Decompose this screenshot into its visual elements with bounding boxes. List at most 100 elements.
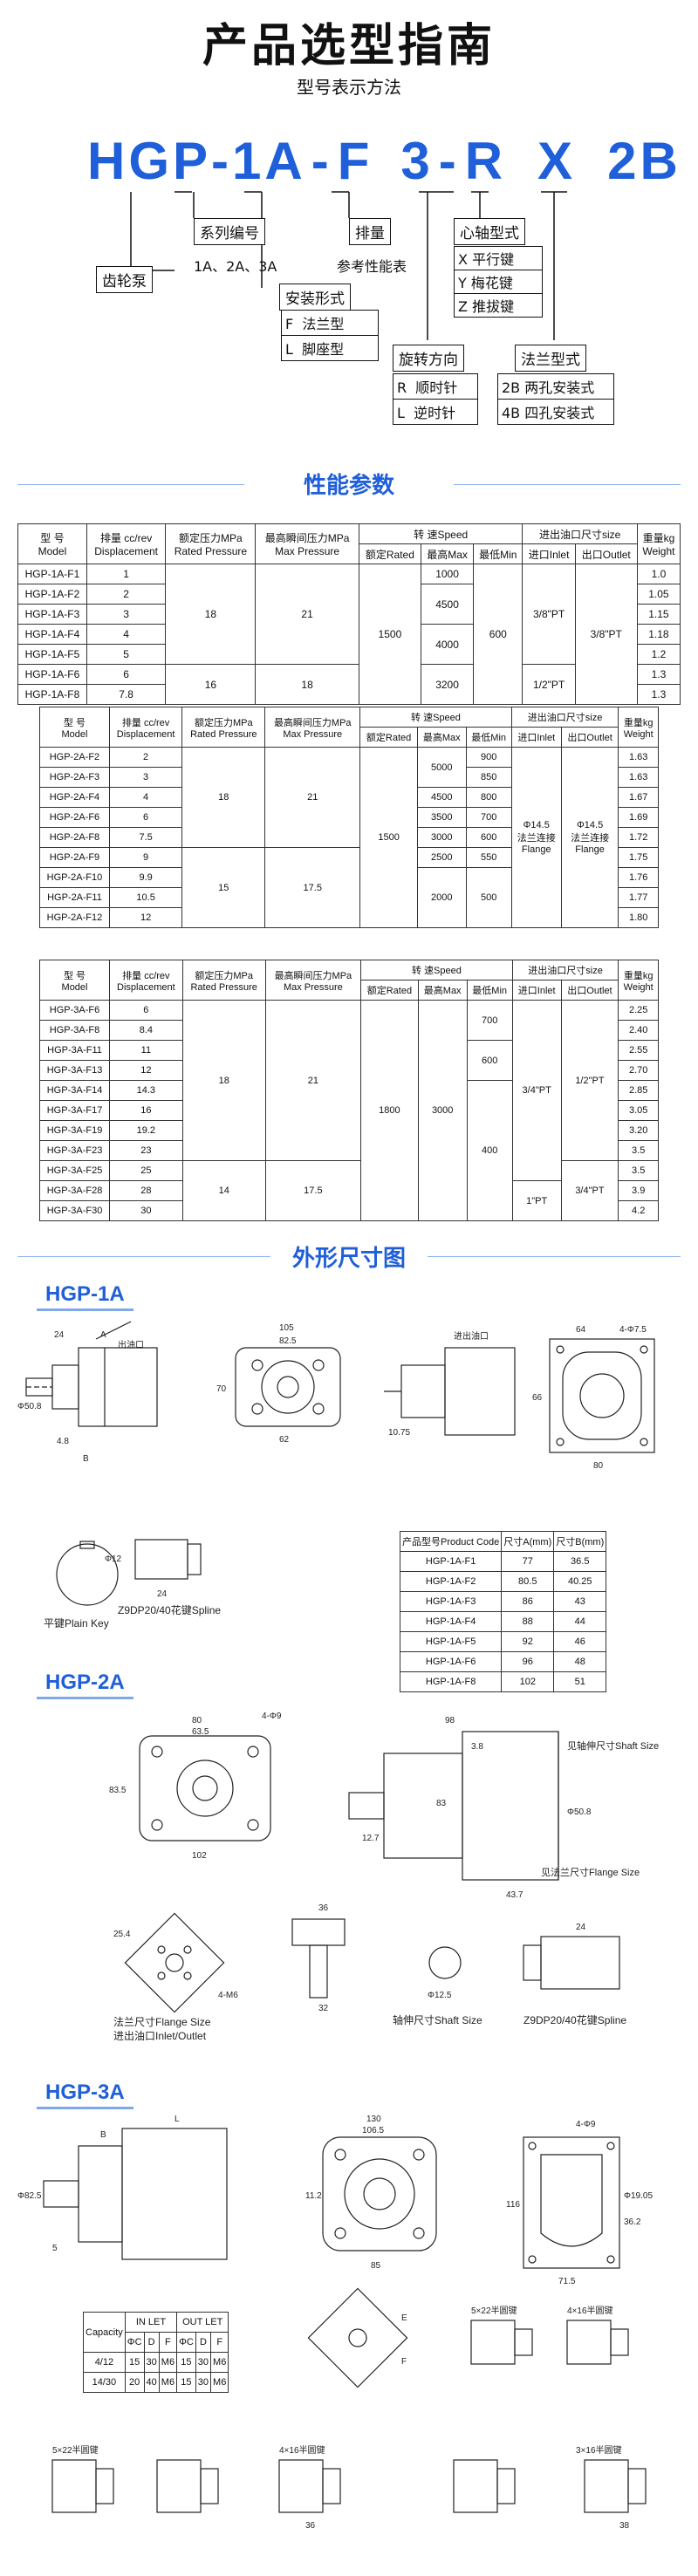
cell-model: HGP-3A-F17	[38, 1100, 111, 1121]
caption-shaft: 轴伸尺寸Shaft Size	[393, 2013, 482, 2026]
cell-model: HGP-2A-F11	[39, 887, 110, 908]
table-row: HGP-1A-F6 6 16 18 3200 1/2"PT 1.3	[17, 664, 681, 705]
th-speed-min: 最低Min	[466, 980, 513, 1001]
shaft-code-z: Z	[458, 298, 468, 315]
dim-phi50-8: Φ50.8	[17, 1402, 42, 1411]
dim-b: B	[100, 2130, 106, 2140]
shaft-label-parallel: 平行键	[472, 251, 515, 268]
cell-disp: 8.4	[109, 1020, 183, 1041]
section-performance-title: 性能参数	[303, 473, 394, 499]
dim-25-4: 25.4	[113, 1930, 131, 1939]
cell-inlet: 3/4"PT	[511, 1000, 562, 1181]
th-outlet: 出口Outlet	[574, 543, 638, 564]
th-disp: 排量 cc/rev	[122, 970, 170, 981]
cell-max: 21	[264, 747, 361, 848]
cell-speed-min: 500	[465, 867, 512, 928]
cell-model: HGP-1A-F3	[17, 604, 87, 625]
cell-speed-max: 1000	[420, 564, 475, 584]
cell: 86	[501, 1591, 555, 1612]
dim-32: 32	[318, 2004, 329, 2013]
shaft-code-x: X	[458, 251, 468, 268]
code-flange: 2B	[607, 132, 681, 190]
table-row: HGP-1A-F1 1 18 21 1500 1000 600 3/8"PT 3…	[17, 564, 681, 705]
dim-36: 36	[318, 1903, 329, 1913]
th-speed-min: 最低Min	[473, 543, 524, 564]
cell-weight: 1.76	[618, 867, 659, 888]
cell: HGP-1A-F6	[399, 1651, 503, 1672]
dim-4-phi9: 4-Φ9	[576, 2120, 596, 2129]
caption-port: 进出油口Inlet/Outlet	[113, 2030, 207, 2042]
dim-phi12: Φ12	[105, 1554, 122, 1564]
th-d: D	[195, 2332, 212, 2353]
cell-outlet: 1/2"PT	[560, 1000, 619, 1161]
flange-code-2b: 2B	[502, 379, 521, 396]
divider	[17, 484, 244, 485]
tag-hgp-3a: HGP-3A	[37, 2081, 133, 2109]
cell: 80.5	[501, 1571, 555, 1592]
th-phi-c: ΦC	[124, 2332, 145, 2353]
cell-disp: 9	[108, 847, 183, 868]
dim-116: 116	[506, 2200, 520, 2210]
code-dash: -	[311, 132, 332, 190]
legend-flange-type: 法兰型式	[515, 345, 586, 372]
page-subtitle: 型号表示方法	[297, 77, 401, 98]
th-max: 最高瞬间压力MPa	[264, 532, 350, 544]
cell: HGP-1A-F5	[399, 1631, 503, 1652]
cell-disp: 4	[108, 787, 183, 808]
cell-speed-max: 3500	[416, 807, 467, 828]
th-d: D	[143, 2332, 160, 2353]
th-speed: 转 速Speed	[358, 523, 524, 544]
flange-code-4b: 4B	[502, 405, 521, 421]
cell-outlet: 3/8"PT	[574, 564, 638, 705]
cell: 51	[553, 1671, 607, 1692]
cell-model: HGP-3A-F11	[38, 1040, 111, 1061]
cell-model: HGP-2A-F4	[39, 787, 110, 808]
caption-flange: 法兰尺寸Flange Size	[113, 2016, 211, 2028]
cell-weight: 4.2	[618, 1200, 659, 1221]
th-port: 进出油口尺寸size	[510, 707, 619, 728]
cell-disp: 19.2	[109, 1120, 183, 1141]
mount-label-flange: 法兰型	[302, 316, 345, 332]
cell-rated: 15	[181, 847, 266, 928]
cell-weight: 1.67	[618, 787, 659, 808]
code-shaft: X	[537, 132, 577, 190]
th-f: F	[210, 2332, 229, 2353]
cell-weight: 1.2	[636, 644, 681, 665]
dim-38: 38	[619, 2521, 630, 2531]
dim-43-7: 43.7	[506, 1890, 524, 1900]
cell: 43	[553, 1591, 607, 1612]
cell-speed-rated: 1500	[359, 747, 418, 928]
table-row: HGP-1A-F4 4 4000 1.18	[17, 624, 681, 665]
th-inlet: 进口Inlet	[522, 543, 576, 564]
cell-disp: 2	[86, 584, 167, 605]
cell-rated: 18	[181, 747, 266, 848]
th-speed-max: 最高Max	[417, 980, 468, 1001]
dim-spline-24: 24	[157, 1589, 168, 1599]
cell-model: HGP-1A-F4	[17, 624, 87, 645]
cell-weight: 2.25	[618, 1000, 659, 1021]
cell-model: HGP-3A-F14	[38, 1080, 111, 1101]
dim-key-5x22-b: 5×22半圆键	[52, 2444, 99, 2456]
th-max-en: Max Pressure	[283, 728, 343, 740]
cell-weight: 1.72	[618, 827, 659, 848]
cell-weight: 1.0	[636, 564, 681, 584]
cell-model: HGP-2A-F10	[39, 867, 110, 888]
legend-displacement-ref: 参考性能表	[337, 258, 407, 275]
cell-model: HGP-2A-F8	[39, 827, 110, 848]
hgp-3a-drawings: L B Φ82.5 5 130 106.5 4-Φ9 11.2 85 116 7…	[17, 2115, 653, 2531]
cell-disp: 3	[86, 604, 167, 625]
cell-model: HGP-2A-F2	[39, 747, 110, 768]
cell: 44	[553, 1611, 607, 1632]
legend-rotation-options: R 顺时针 L 逆时针	[393, 373, 478, 425]
cell-speed-min: 700	[465, 807, 512, 828]
dim-71-5: 71.5	[558, 2277, 576, 2286]
cell-weight: 3.5	[618, 1140, 659, 1161]
cell: HGP-1A-F3	[399, 1591, 503, 1612]
th-disp-en: Displacement	[94, 545, 158, 557]
legend-mount-options: F 法兰型 L 脚座型	[281, 310, 379, 361]
th-speed-rated: 额定Rated	[358, 543, 421, 564]
cell-weight: 1.05	[636, 584, 681, 605]
th-weight: 重量kg	[623, 970, 654, 981]
